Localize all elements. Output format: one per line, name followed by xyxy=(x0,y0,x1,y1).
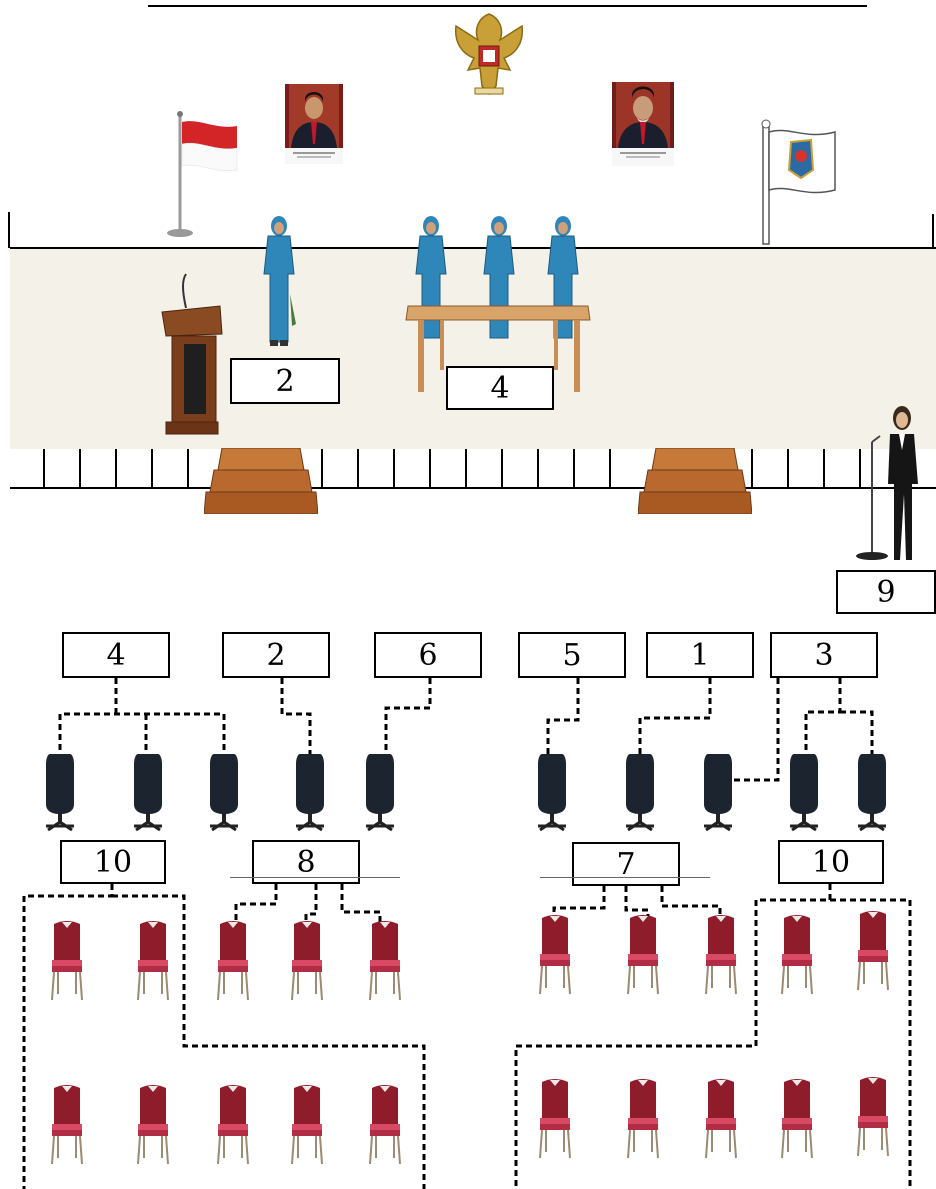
office-chair-icon xyxy=(296,754,324,830)
banquet-chair-icon xyxy=(370,1085,400,1164)
banquet-chair-icon xyxy=(52,921,82,1000)
banquet-chair-icon xyxy=(218,921,248,1000)
office-chair-icon xyxy=(858,754,886,830)
banquet-chair-icon xyxy=(540,915,570,994)
banquet-chair-icon xyxy=(52,1085,82,1164)
banquet-chair-icon xyxy=(628,915,658,994)
banquet-chair-icon xyxy=(292,1085,322,1164)
office-chair-icon xyxy=(538,754,566,830)
banquet-chair-icon xyxy=(138,921,168,1000)
banquet-chair-icon xyxy=(858,1077,888,1156)
office-chair-icon xyxy=(790,754,818,830)
office-chair-icon xyxy=(366,754,394,830)
banquet-chair-icon xyxy=(706,1079,736,1158)
office-chair-icon xyxy=(704,754,732,830)
office-chair-icon xyxy=(134,754,162,830)
banquet-chair-icon xyxy=(292,921,322,1000)
banquet-chair-icon xyxy=(540,1079,570,1158)
banquet-chair-icon xyxy=(706,915,736,994)
office-chair-icon xyxy=(46,754,74,830)
banquet-chair-icon xyxy=(218,1085,248,1164)
banquet-chair-icon xyxy=(628,1079,658,1158)
banquet-chair-icon xyxy=(370,921,400,1000)
banquet-chair-icon xyxy=(138,1085,168,1164)
office-chair-icon xyxy=(626,754,654,830)
banquet-chair-icon xyxy=(782,1079,812,1158)
banquet-chair-icon xyxy=(858,911,888,990)
banquet-chair-icon xyxy=(782,915,812,994)
office-chair-icon xyxy=(210,754,238,830)
front-row-connectors xyxy=(60,678,872,780)
